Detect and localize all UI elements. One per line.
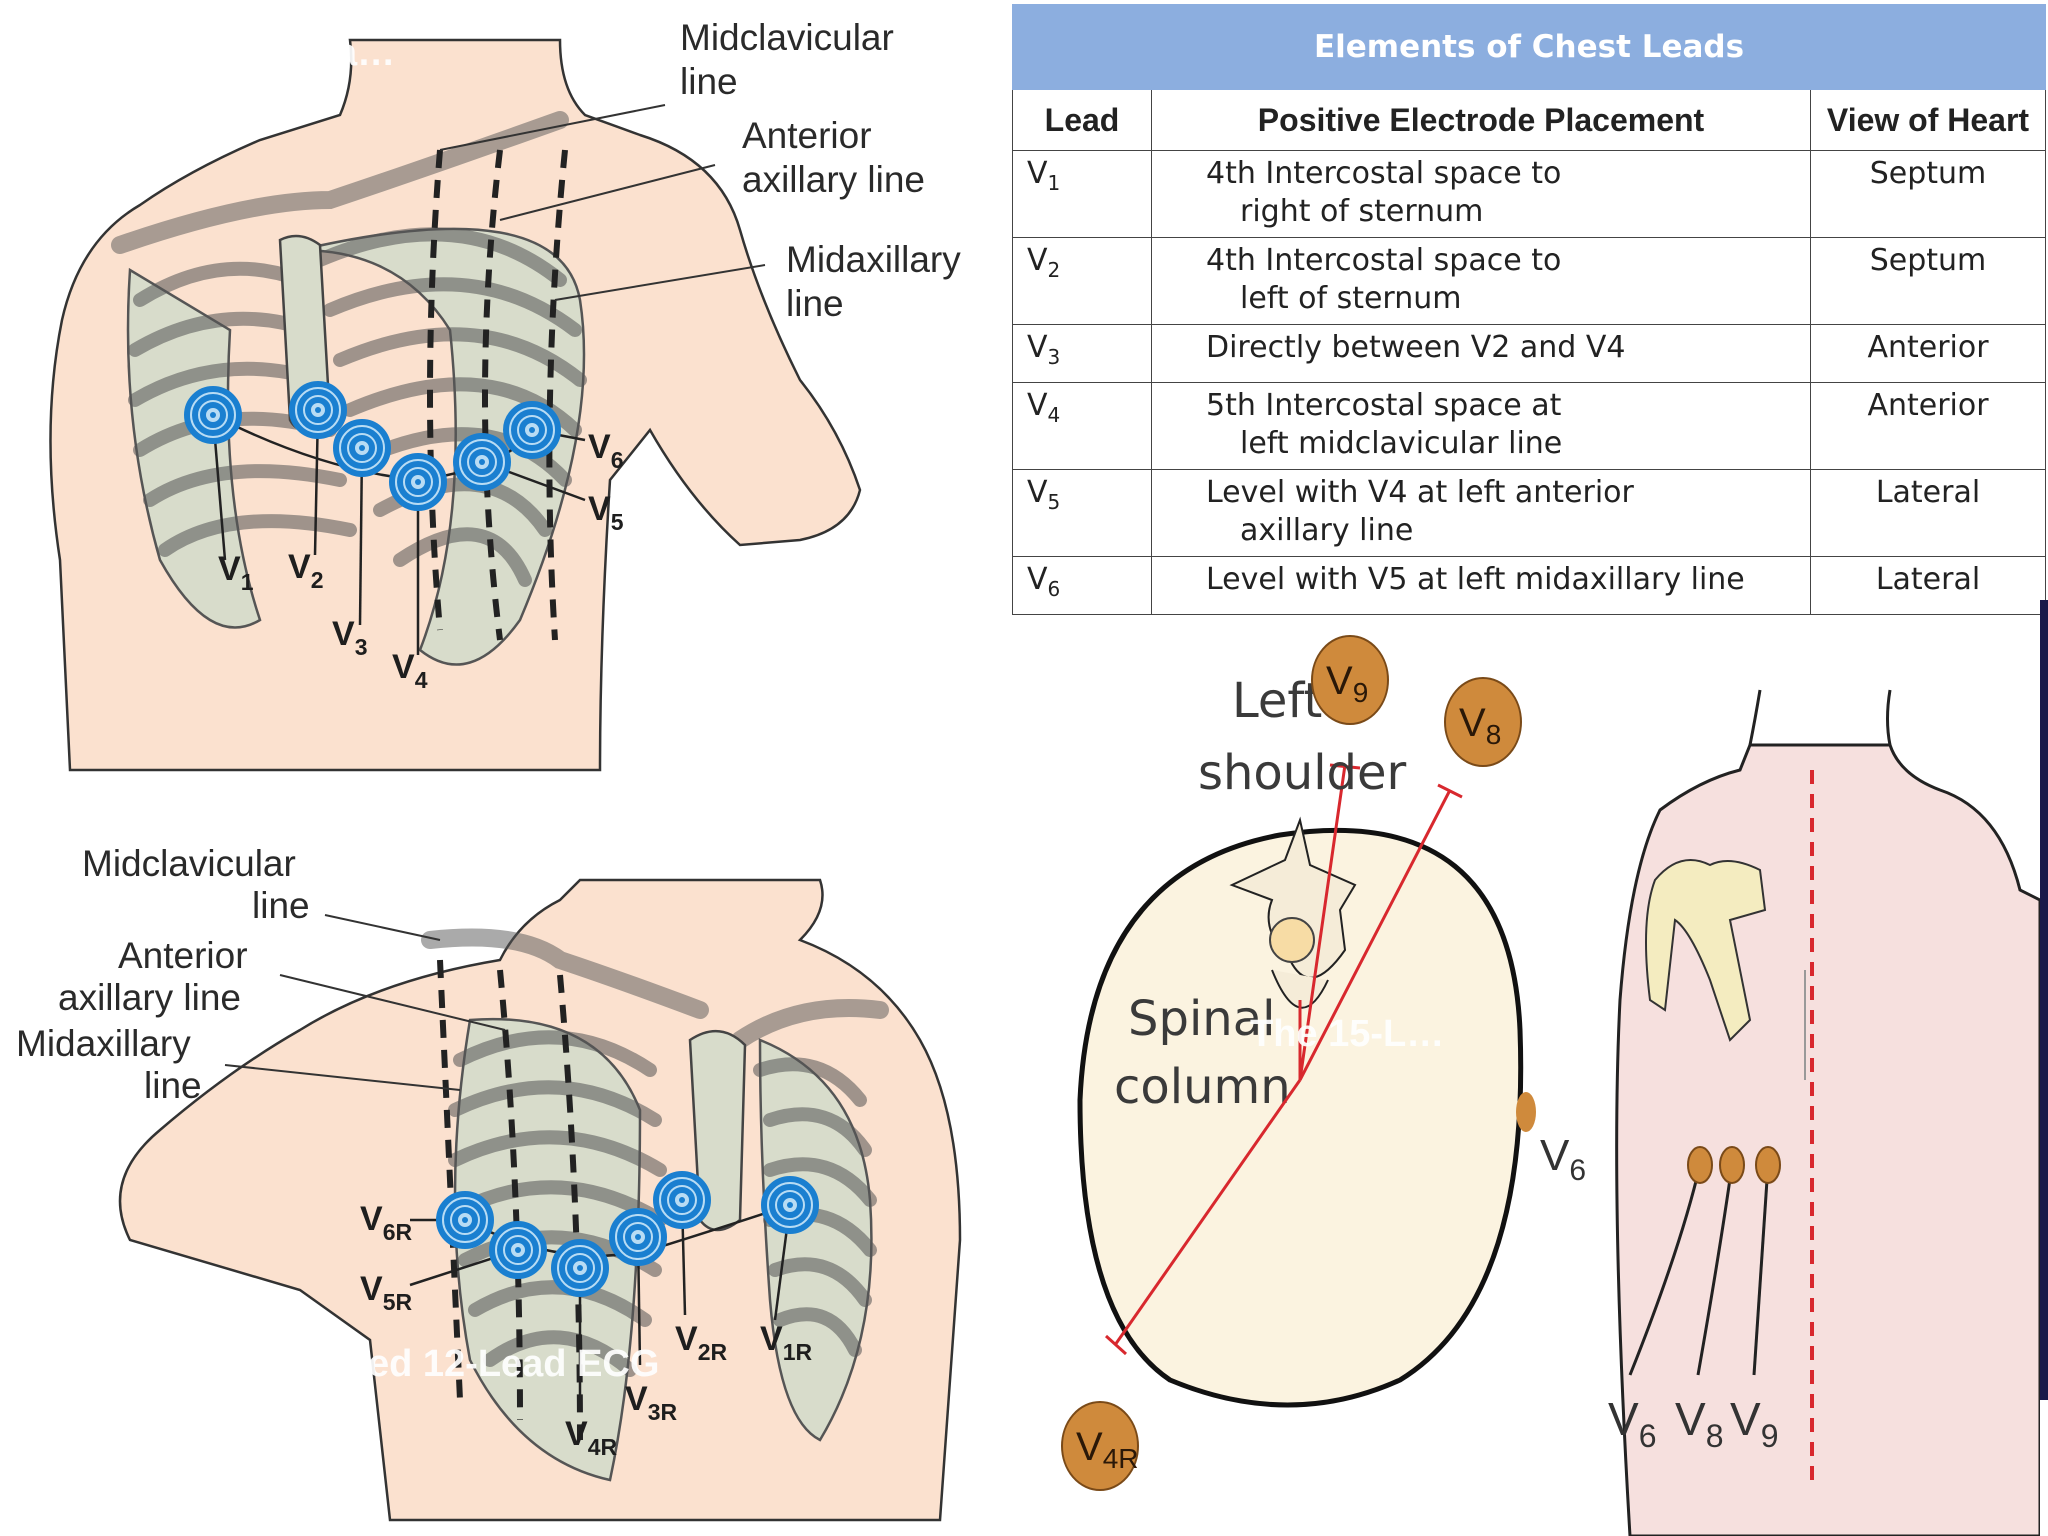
header-placement: Positive Electrode Placement bbox=[1151, 89, 1811, 151]
electrode-1r bbox=[761, 1176, 819, 1234]
electrode-v4r: V4R bbox=[1061, 1401, 1139, 1491]
lead-label-v1: V1 bbox=[218, 550, 254, 595]
lead-label-v4r: V4R bbox=[565, 1415, 617, 1460]
scapula-icon bbox=[1645, 859, 1767, 1042]
electrode-v6 bbox=[503, 401, 561, 459]
lead-label-v5r: V5R bbox=[360, 1270, 412, 1315]
cell-view: Anterior bbox=[1810, 382, 2046, 470]
electrode-v1 bbox=[184, 386, 242, 444]
back-lead-label-v6: V6 bbox=[1608, 1393, 1656, 1454]
cell-lead: V3 bbox=[1012, 324, 1152, 383]
lead-label-v3: V3 bbox=[332, 615, 367, 660]
red-lead-lines bbox=[1104, 763, 1463, 1356]
header-lead: Lead bbox=[1012, 89, 1152, 151]
sternum bbox=[688, 1029, 747, 1232]
back-electrode-v6 bbox=[1687, 1146, 1713, 1184]
electrode-6r bbox=[436, 1191, 494, 1249]
lead-label-v6: V6 bbox=[588, 428, 623, 473]
electrode-v4 bbox=[389, 453, 447, 511]
cell-view: Anterior bbox=[1810, 324, 2046, 383]
cell-lead: V4 bbox=[1012, 382, 1152, 470]
electrode-v6-side bbox=[1516, 1092, 1536, 1132]
electrode-label: V8 bbox=[1459, 701, 1501, 750]
lead-label-v5: V5 bbox=[588, 490, 624, 535]
lead-label-v3r: V3R bbox=[625, 1380, 677, 1425]
overlay-caption: …ed 12-Lead ECG bbox=[330, 1343, 659, 1385]
chest-cross-section bbox=[1077, 827, 1524, 1408]
overlay-title: …hest Lea… bbox=[165, 32, 395, 74]
lead-label-v6r: V6R bbox=[360, 1200, 412, 1245]
electrode-v9: V9 bbox=[1311, 635, 1389, 725]
lead-label-v6-side: V6 bbox=[1540, 1131, 1586, 1187]
cell-view: Septum bbox=[1810, 150, 2046, 238]
electrode-v3 bbox=[333, 419, 391, 477]
lead-label-v1r: V1R bbox=[760, 1320, 812, 1365]
reference-lines bbox=[427, 149, 568, 641]
electrode-5r bbox=[489, 1221, 547, 1279]
back-lead-label-v8: V8 bbox=[1675, 1393, 1723, 1454]
cell-view: Lateral bbox=[1810, 469, 2046, 557]
cell-lead: V6 bbox=[1012, 556, 1152, 615]
electrode-label: V4R bbox=[1076, 1425, 1138, 1474]
cell-lead: V2 bbox=[1012, 237, 1152, 325]
electrode-2r bbox=[653, 1171, 711, 1229]
table-title: Elements of Chest Leads bbox=[1012, 4, 2046, 90]
cell-lead: V5 bbox=[1012, 469, 1152, 557]
cell-lead: V1 bbox=[1012, 150, 1152, 238]
chest-leads-table: Elements of Chest Leads Lead Positive El… bbox=[1012, 4, 2046, 615]
lead-label-v4: V4 bbox=[392, 648, 428, 693]
electrode-label: V9 bbox=[1326, 659, 1368, 708]
edge-bar bbox=[2040, 600, 2048, 1400]
cell-placement: Directly between V2 and V4 bbox=[1151, 324, 1811, 383]
electrode-3r bbox=[609, 1208, 667, 1266]
electrode-4r bbox=[551, 1239, 609, 1297]
lead-label-v2r: V2R bbox=[675, 1320, 727, 1365]
cell-view: Septum bbox=[1810, 237, 2046, 325]
electrode-v8: V8 bbox=[1444, 677, 1522, 767]
electrode-v5 bbox=[453, 433, 511, 491]
clavicle bbox=[111, 111, 569, 254]
lead-label-v2: V2 bbox=[288, 548, 323, 593]
overlay-caption: The 15-L… bbox=[1250, 1013, 1444, 1055]
header-view: View of Heart bbox=[1810, 89, 2046, 151]
electrode-v2 bbox=[289, 381, 347, 439]
cell-view: Lateral bbox=[1810, 556, 2046, 615]
cell-placement: Level with V5 at left midaxillary line bbox=[1151, 556, 1811, 615]
back-lead-label-v9: V9 bbox=[1730, 1393, 1778, 1454]
clavicle bbox=[421, 928, 889, 1049]
back-electrode-v8 bbox=[1719, 1146, 1745, 1184]
back-electrode-v9 bbox=[1755, 1146, 1781, 1184]
